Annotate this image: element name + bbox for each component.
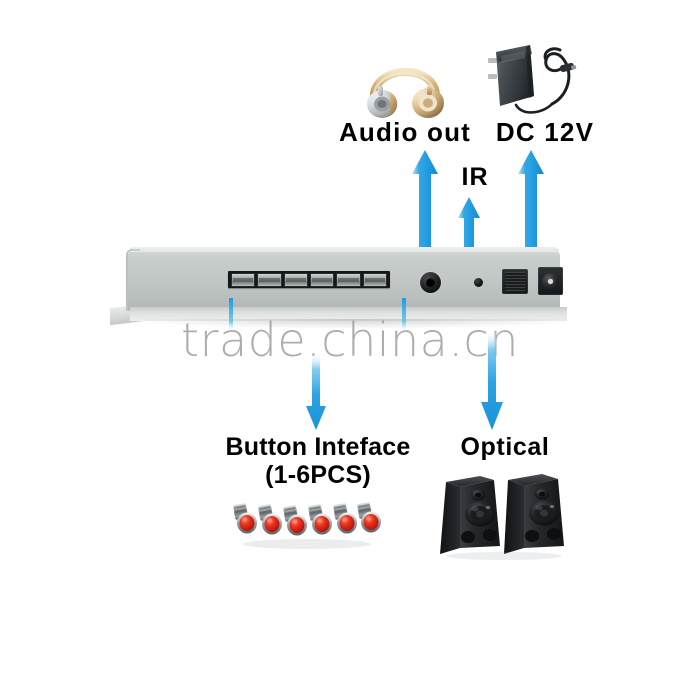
push-buttons-photo xyxy=(228,492,386,554)
label-button-interface-line1: Button Inteface xyxy=(225,433,411,461)
arrow-audio-out xyxy=(406,148,444,276)
button-port[interactable] xyxy=(257,272,282,287)
button-port[interactable] xyxy=(283,272,308,287)
arrow-optical xyxy=(478,330,506,432)
button-port[interactable] xyxy=(309,272,335,287)
device-shadow xyxy=(146,319,566,328)
button-port[interactable] xyxy=(362,272,387,287)
device-base xyxy=(130,307,567,321)
arrow-dc-12v xyxy=(512,148,550,270)
optical-port-slot xyxy=(505,272,525,291)
label-dc-12v: DC 12V xyxy=(495,117,595,147)
arrow-button-interface xyxy=(303,352,329,432)
button-port[interactable] xyxy=(231,272,256,287)
audio-out-jack[interactable] xyxy=(420,272,441,293)
optical-port[interactable] xyxy=(502,269,528,294)
label-optical: Optical xyxy=(460,433,550,461)
label-audio-out: Audio out xyxy=(338,117,472,147)
label-button-interface: Button Inteface (1-6PCS) xyxy=(188,433,448,489)
power-adapter-photo xyxy=(482,34,586,118)
tick-button-strip-left xyxy=(226,298,236,332)
button-port[interactable] xyxy=(336,272,361,287)
dc-power-jack[interactable] xyxy=(538,267,563,295)
label-button-interface-line2: (1-6PCS) xyxy=(265,461,371,489)
label-ir: IR xyxy=(461,163,489,191)
tick-button-strip-right xyxy=(399,298,409,332)
button-connector-strip[interactable] xyxy=(228,271,390,288)
headphones-photo xyxy=(356,48,454,124)
device-rear-panel xyxy=(110,243,567,333)
arrow-ir xyxy=(455,195,487,281)
device-top-edge xyxy=(129,247,559,254)
ir-sensor[interactable] xyxy=(474,278,483,287)
speakers-photo xyxy=(440,466,568,560)
